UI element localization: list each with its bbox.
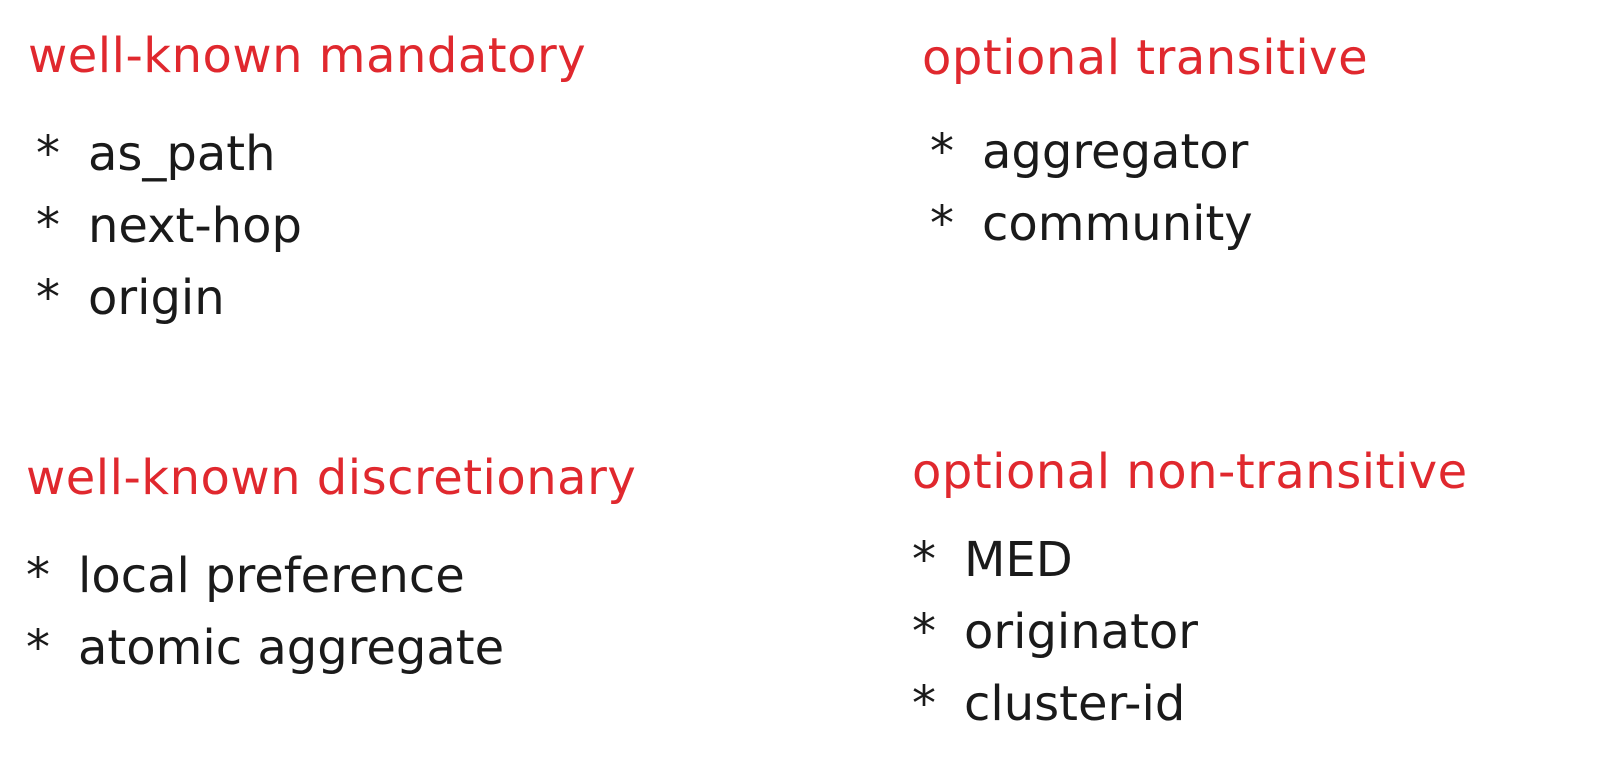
bullet-glyph: * bbox=[912, 676, 936, 732]
item-label: as_path bbox=[88, 126, 276, 182]
item-list: * aggregator * community bbox=[922, 116, 1368, 260]
bullet-glyph: * bbox=[930, 124, 954, 180]
bullet-glyph: * bbox=[912, 532, 936, 588]
list-item: * local preference bbox=[26, 540, 636, 612]
list-item: * originator bbox=[912, 596, 1468, 668]
item-label: aggregator bbox=[982, 124, 1249, 180]
item-label: atomic aggregate bbox=[78, 620, 505, 676]
bullet-glyph: * bbox=[26, 620, 50, 676]
item-list: * as_path * next-hop * origin bbox=[28, 118, 586, 334]
list-item: * community bbox=[930, 188, 1368, 260]
item-list: * MED * originator * cluster-id bbox=[912, 524, 1468, 740]
group-well-known-mandatory: well-known mandatory * as_path * next-ho… bbox=[28, 28, 586, 334]
bullet-glyph: * bbox=[912, 604, 936, 660]
bullet-glyph: * bbox=[36, 126, 60, 182]
group-heading: well-known mandatory bbox=[28, 28, 587, 84]
group-heading: optional transitive bbox=[922, 30, 1369, 86]
item-label: MED bbox=[964, 532, 1073, 588]
list-item: * cluster-id bbox=[912, 668, 1468, 740]
list-item: * MED bbox=[912, 524, 1468, 596]
bullet-glyph: * bbox=[36, 198, 60, 254]
group-heading: optional non-transitive bbox=[912, 444, 1468, 500]
list-item: * origin bbox=[36, 262, 586, 334]
item-list: * local preference * atomic aggregate bbox=[26, 540, 636, 684]
item-label: community bbox=[982, 196, 1253, 252]
list-item: * next-hop bbox=[36, 190, 586, 262]
list-item: * aggregator bbox=[930, 116, 1368, 188]
list-item: * atomic aggregate bbox=[26, 612, 636, 684]
bullet-glyph: * bbox=[36, 270, 60, 326]
bullet-glyph: * bbox=[930, 196, 954, 252]
item-label: local preference bbox=[78, 548, 465, 604]
item-label: originator bbox=[964, 604, 1198, 660]
bullet-glyph: * bbox=[26, 548, 50, 604]
group-optional-non-transitive: optional non-transitive * MED * originat… bbox=[912, 444, 1468, 740]
list-item: * as_path bbox=[36, 118, 586, 190]
group-well-known-discretionary: well-known discretionary * local prefere… bbox=[26, 450, 636, 684]
item-label: next-hop bbox=[88, 198, 302, 254]
item-label: cluster-id bbox=[964, 676, 1186, 732]
item-label: origin bbox=[88, 270, 225, 326]
group-heading: well-known discretionary bbox=[26, 450, 637, 506]
group-optional-transitive: optional transitive * aggregator * commu… bbox=[922, 30, 1368, 260]
